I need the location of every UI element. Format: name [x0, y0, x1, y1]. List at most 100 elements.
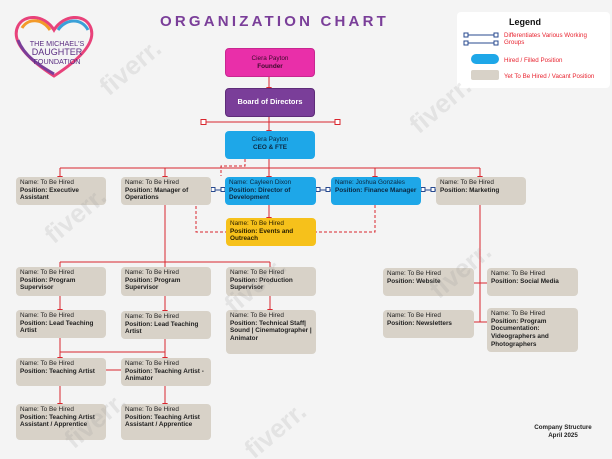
legend-swatches: [463, 32, 499, 80]
logo-line-2: DAUGHTER: [31, 46, 83, 57]
box-name: Name: To Be Hired: [20, 179, 74, 186]
connector-marker: [334, 119, 341, 125]
program-supervisor-box: Name: To Be Hired Position: Program Supe…: [121, 267, 211, 296]
box-position: Position: Production Supervisor: [230, 276, 293, 292]
events-outreach-box: Name: To Be Hired Position: Events and O…: [226, 218, 316, 246]
manager-operations-box: Name: To Be Hired Position: Manager of O…: [121, 177, 211, 205]
box-position: Position: Director of Development: [229, 186, 291, 202]
box-position: Position: Technical Staff| Sound | Cinem…: [230, 319, 312, 343]
box-name: Name: To Be Hired: [125, 179, 179, 186]
box-position: CEO & FTE: [252, 143, 288, 151]
legend-label-vacant: Yet To Be Hired / Vacant Position: [504, 73, 595, 80]
director-development-box: Name: Cayleen Dixon Position: Director o…: [225, 177, 316, 205]
legend-label-filled: Hired / Filled Position: [504, 57, 563, 64]
foundation-logo: [14, 16, 94, 78]
box-position: Position: Social Media: [491, 277, 559, 285]
ceo-box: Ciera Payton CEO & FTE: [225, 131, 315, 159]
connector-marker: [200, 119, 207, 125]
teaching-artist-animator-box: Name: To Be Hired Position: Teaching Art…: [121, 358, 211, 386]
group-marker: [325, 187, 331, 192]
legend: Legend Differentiates Various Working Gr…: [457, 12, 610, 88]
dashed-connector: [195, 189, 226, 233]
legend-group-marker: [493, 32, 499, 38]
box-position: Position: Lead Teaching Artist: [20, 319, 94, 335]
legend-filled-swatch: [471, 54, 499, 64]
box-name: Name: To Be Hired: [20, 360, 74, 367]
group-marker: [315, 187, 321, 192]
logo-text: THE MICHAEL'S DAUGHTER FOUNDATION: [22, 40, 92, 66]
dashed-connector: [316, 205, 376, 233]
box-position: Position: Executive Assistant: [20, 186, 79, 202]
legend-title: Legend: [509, 17, 542, 27]
box-name: Name: To Be Hired: [440, 179, 494, 186]
marketing-box: Name: To Be Hired Position: Marketing: [436, 177, 526, 205]
dashed-connector: [220, 159, 246, 176]
box-name: Name: To Be Hired: [125, 313, 179, 320]
box-name: Ciera Payton: [251, 136, 289, 143]
box-position: Position: Manager of Operations: [125, 186, 189, 202]
logo-line-3: FOUNDATION: [33, 56, 81, 66]
box-name: Name: To Be Hired: [230, 220, 284, 227]
social-media-box: Name: To Be Hired Position: Social Media: [487, 268, 578, 296]
box-position: Position: Finance Manager: [335, 186, 417, 194]
box-name: Name: To Be Hired: [125, 406, 179, 413]
box-name: Name: To Be Hired: [125, 269, 179, 276]
heart-outline: [14, 16, 94, 78]
group-marker: [210, 187, 216, 192]
box-name: Name: To Be Hired: [491, 270, 545, 277]
chart-title: ORGANIZATION CHART: [160, 13, 389, 30]
heart-stroke-blue: [56, 19, 90, 31]
legend-label-groups: Differentiates Various Working Groups: [504, 32, 587, 47]
technical-staff-box: Name: To Be Hired Position: Technical St…: [226, 310, 316, 354]
lead-teaching-artist-box: Name: To Be Hired Position: Lead Teachin…: [121, 311, 211, 339]
box-position: Position: Events and Outreach: [230, 227, 294, 243]
teaching-artist-assistant-box: Name: To Be Hired Position: Teaching Art…: [16, 404, 106, 440]
box-name: Name: To Be Hired: [20, 269, 74, 276]
teaching-artist-assistant-box: Name: To Be Hired Position: Teaching Art…: [121, 404, 211, 440]
box-position: Position: Lead Teaching Artist: [125, 320, 199, 336]
group-marker: [420, 187, 426, 192]
heart-stroke-orange: [20, 19, 52, 31]
legend-vacant-swatch: [471, 70, 499, 80]
executive-assistant-box: Name: To Be Hired Position: Executive As…: [16, 177, 106, 205]
legend-group-marker: [463, 40, 469, 46]
teaching-artist-box: Name: To Be Hired Position: Teaching Art…: [16, 358, 106, 386]
program-documentation-box: Name: To Be Hired Position: Program Docu…: [487, 308, 578, 352]
box-name: Name: To Be Hired: [230, 312, 284, 319]
legend-group-marker: [493, 40, 499, 46]
production-supervisor-box: Name: To Be Hired Position: Production S…: [226, 267, 316, 296]
box-name: Name: To Be Hired: [491, 310, 545, 317]
box-name: Name: To Be Hired: [387, 270, 441, 277]
footer-line-2: April 2025: [548, 431, 578, 439]
box-name: Name: To Be Hired: [387, 312, 441, 319]
box-position: Founder: [257, 62, 283, 70]
group-marker: [430, 187, 436, 192]
box-name: Name: Cayleen Dixon: [229, 179, 292, 186]
box-position: Position: Teaching Artist - Animator: [125, 367, 204, 383]
box-position: Position: Website: [387, 277, 441, 285]
box-name: Ciera Payton: [251, 55, 289, 62]
box-name: Name: To Be Hired: [20, 312, 74, 319]
box-position: Position: Teaching Artist Assistant / Ap…: [125, 413, 200, 429]
company-structure-note: Company Structure April 2025: [523, 424, 603, 440]
box-name: Name: To Be Hired: [125, 360, 179, 367]
box-position: Position: Program Supervisor: [125, 276, 181, 292]
logo-line-1: THE MICHAEL'S: [29, 39, 85, 48]
box-position: Position: Program Supervisor: [20, 276, 76, 292]
box-label: Board of Directors: [237, 97, 303, 106]
finance-manager-box: Name: Joshua Gonzales Position: Finance …: [331, 177, 421, 205]
box-name: Name: Joshua Gonzales: [335, 179, 405, 186]
box-position: Position: Teaching Artist: [20, 367, 95, 375]
box-position: Position: Program Documentation: Videogr…: [491, 317, 549, 348]
legend-group-marker: [463, 32, 469, 38]
box-position: Position: Teaching Artist Assistant / Ap…: [20, 413, 95, 429]
program-supervisor-box: Name: To Be Hired Position: Program Supe…: [16, 267, 106, 296]
website-box: Name: To Be Hired Position: Website: [383, 268, 474, 296]
lead-teaching-artist-box: Name: To Be Hired Position: Lead Teachin…: [16, 310, 106, 338]
board-box: Board of Directors: [225, 88, 315, 117]
box-name: Name: To Be Hired: [20, 406, 74, 413]
box-position: Position: Newsletters: [387, 319, 452, 327]
footer-line-1: Company Structure: [534, 424, 592, 431]
box-name: Name: To Be Hired: [230, 269, 284, 276]
